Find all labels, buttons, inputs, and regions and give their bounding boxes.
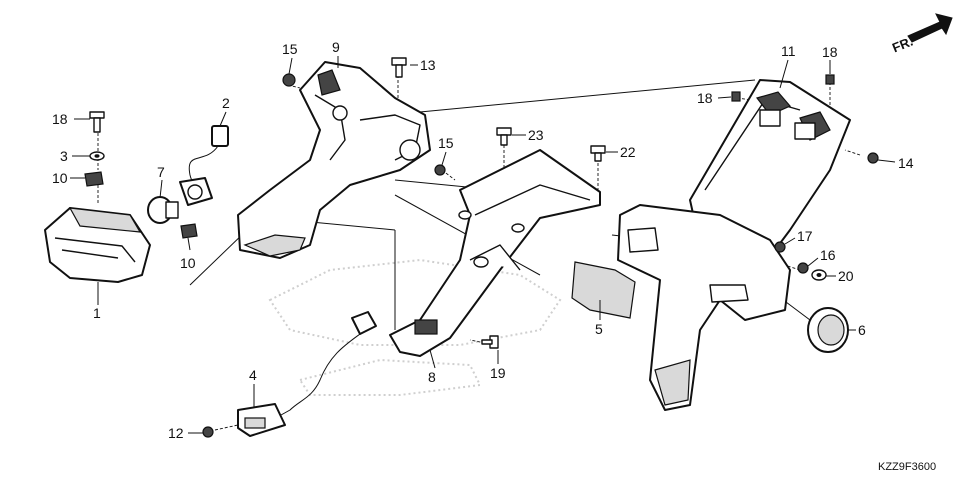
callout-numbers: 18 3 10 2 7 10 1 15 9 13 15 23 22 11 18 …	[52, 39, 914, 441]
socket-harness	[179, 125, 229, 206]
bolt-19	[481, 335, 499, 349]
callout-10-upper: 10	[52, 170, 68, 186]
callout-16: 16	[820, 247, 836, 263]
callout-13: 13	[420, 57, 436, 73]
callout-19: 19	[490, 365, 506, 381]
callout-17: 17	[797, 228, 813, 244]
clip-18-left	[731, 91, 741, 102]
callout-18-right: 18	[822, 44, 838, 60]
callout-15-upper: 15	[282, 41, 298, 57]
diagram-code: KZZ9F3600	[878, 461, 936, 473]
callout-23: 23	[528, 127, 544, 143]
grommet-upper	[84, 171, 104, 187]
direction-label: FR.	[890, 34, 915, 56]
bulb	[147, 196, 179, 224]
callout-18-left: 18	[697, 90, 713, 106]
screw-15-upper	[282, 73, 296, 87]
bolt-21	[590, 145, 606, 162]
grommet-lower	[180, 223, 198, 239]
callout-8: 8	[428, 369, 436, 385]
callout-4: 4	[249, 367, 257, 383]
nut-17	[774, 241, 786, 253]
callout-14: 14	[898, 155, 914, 171]
bracket	[389, 149, 601, 357]
callout-12: 12	[168, 425, 184, 441]
callout-9: 9	[332, 39, 340, 55]
callout-1: 1	[93, 305, 101, 321]
bolt-23	[496, 127, 512, 146]
clip-18-right	[825, 74, 835, 85]
screw-15-lower	[434, 164, 446, 176]
license-lamp-harness	[237, 311, 377, 437]
callout-10-lower: 10	[180, 255, 196, 271]
screw-22	[89, 111, 105, 133]
screw-12	[202, 426, 214, 438]
rear-fender-lower	[617, 204, 791, 411]
washer-3	[89, 151, 105, 161]
nut-16	[797, 262, 809, 274]
washer-20	[811, 269, 827, 281]
callout-22: 18	[52, 111, 68, 127]
callout-21: 22	[620, 144, 636, 160]
callout-leaders	[70, 56, 896, 434]
bolt-13	[391, 57, 407, 78]
callout-7: 7	[157, 164, 165, 180]
cap	[807, 307, 849, 353]
rear-fender-upper	[237, 61, 431, 259]
callout-20: 20	[838, 268, 854, 284]
reflector	[571, 261, 636, 319]
callout-2: 2	[222, 95, 230, 111]
front-direction-arrow	[907, 13, 953, 43]
tail-lamp	[44, 207, 151, 283]
screw-14	[867, 152, 879, 164]
callout-5: 5	[595, 321, 603, 337]
callout-6: 6	[858, 322, 866, 338]
callout-15-lower: 15	[438, 135, 454, 151]
callout-11: 11	[781, 43, 796, 59]
callout-3: 3	[60, 148, 68, 164]
